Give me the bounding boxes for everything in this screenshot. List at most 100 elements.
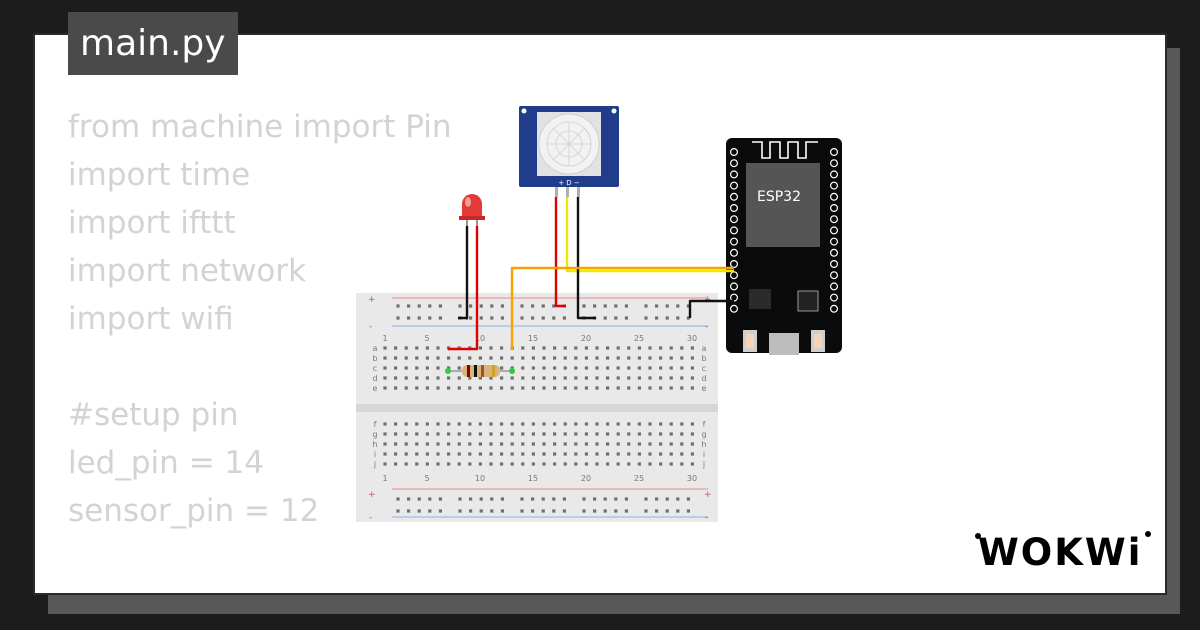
breadboard-hole (624, 497, 628, 501)
row-letter: i (374, 450, 376, 459)
breadboard-hole (510, 356, 514, 360)
column-number: 25 (634, 474, 644, 483)
breadboard-hole (417, 509, 421, 513)
esp32-board[interactable]: ESP32 (726, 138, 842, 355)
breadboard-hole (478, 376, 482, 380)
breadboard-hole (468, 462, 472, 466)
breadboard-hole (686, 497, 690, 501)
breadboard-hole (606, 376, 610, 380)
breadboard-hole (584, 356, 588, 360)
code-line: import time (68, 157, 251, 193)
row-letter: h (701, 440, 706, 449)
breadboard-hole (425, 442, 429, 446)
breadboard-hole (574, 452, 578, 456)
pir-motion-sensor[interactable]: + D − (519, 106, 619, 197)
breadboard-hole (648, 386, 652, 390)
breadboard-hole (637, 346, 641, 350)
wire-esp-gnd (688, 299, 734, 318)
row-letter: j (373, 460, 376, 469)
breadboard-hole (637, 356, 641, 360)
breadboard-hole (415, 462, 419, 466)
row-letter: d (701, 374, 706, 383)
breadboard-hole (468, 442, 472, 446)
breadboard-hole (690, 376, 694, 380)
breadboard-hole (606, 452, 610, 456)
breadboard-hole (552, 509, 556, 513)
usb-port (769, 333, 799, 355)
breadboard-hole (383, 386, 387, 390)
breadboard-hole (394, 366, 398, 370)
breadboard-hole (637, 462, 641, 466)
column-number: 10 (475, 334, 485, 343)
breadboard-hole (404, 346, 408, 350)
breadboard-hole (595, 462, 599, 466)
antenna-icon (752, 141, 818, 159)
esp32-pin (829, 260, 838, 269)
column-number: 10 (475, 474, 485, 483)
breadboard-hole (457, 432, 461, 436)
wire-led-control (510, 266, 734, 349)
breadboard-hole (669, 462, 673, 466)
breadboard-hole (616, 462, 620, 466)
breadboard-hole (383, 422, 387, 426)
breadboard-hole (690, 452, 694, 456)
esp32-chip-label: ESP32 (757, 189, 801, 205)
breadboard-hole (563, 452, 567, 456)
breadboard-hole (478, 432, 482, 436)
breadboard-hole (669, 386, 673, 390)
breadboard-hole (690, 386, 694, 390)
breadboard-hole (676, 509, 680, 513)
breadboard-hole (690, 432, 694, 436)
wire-pir-vcc (554, 197, 566, 308)
breadboard-hole (595, 432, 599, 436)
code-line: led_pin = 14 (68, 445, 264, 481)
breadboard-hole (447, 356, 451, 360)
breadboard-hole (425, 432, 429, 436)
breadboard-hole (680, 442, 684, 446)
esp32-pin (729, 260, 738, 269)
breadboard-hole (500, 304, 504, 308)
breadboard-hole (531, 462, 535, 466)
breadboard-hole (603, 304, 607, 308)
breadboard-hole (669, 442, 673, 446)
breadboard-hole (417, 316, 421, 320)
boot-button-cap (746, 334, 754, 348)
breadboard-hole (637, 432, 641, 436)
breadboard-hole (383, 442, 387, 446)
breadboard-hole (404, 462, 408, 466)
breadboard-hole (500, 442, 504, 446)
breadboard-hole (425, 366, 429, 370)
breadboard-hole (553, 442, 557, 446)
breadboard-hole (407, 509, 411, 513)
breadboard-hole (468, 422, 472, 426)
breadboard-hole (478, 462, 482, 466)
breadboard-hole (627, 346, 631, 350)
breadboard-hole (383, 452, 387, 456)
breadboard-hole (520, 316, 524, 320)
breadboard-hole (553, 462, 557, 466)
breadboard-hole (563, 462, 567, 466)
wire-pir-signal (565, 197, 734, 273)
breadboard-hole (531, 316, 535, 320)
breadboard-hole (489, 422, 493, 426)
breadboard-hole (478, 442, 482, 446)
breadboard-hole (404, 376, 408, 380)
breadboard-hole (574, 442, 578, 446)
esp32-pin (729, 192, 738, 201)
breadboard-hole (665, 497, 669, 501)
breadboard-hole (383, 366, 387, 370)
breadboard-hole (616, 452, 620, 456)
breadboard-hole (415, 356, 419, 360)
breadboard-hole (574, 432, 578, 436)
column-number: 25 (634, 334, 644, 343)
breadboard-hole (690, 462, 694, 466)
breadboard-hole (469, 509, 473, 513)
breadboard-hole (500, 422, 504, 426)
breadboard-hole (690, 422, 694, 426)
esp32-pin (729, 204, 738, 213)
breadboard-hole (428, 304, 432, 308)
breadboard-hole (553, 366, 557, 370)
breadboard-hole (606, 346, 610, 350)
resistor[interactable] (445, 365, 515, 377)
breadboard-hole (404, 356, 408, 360)
